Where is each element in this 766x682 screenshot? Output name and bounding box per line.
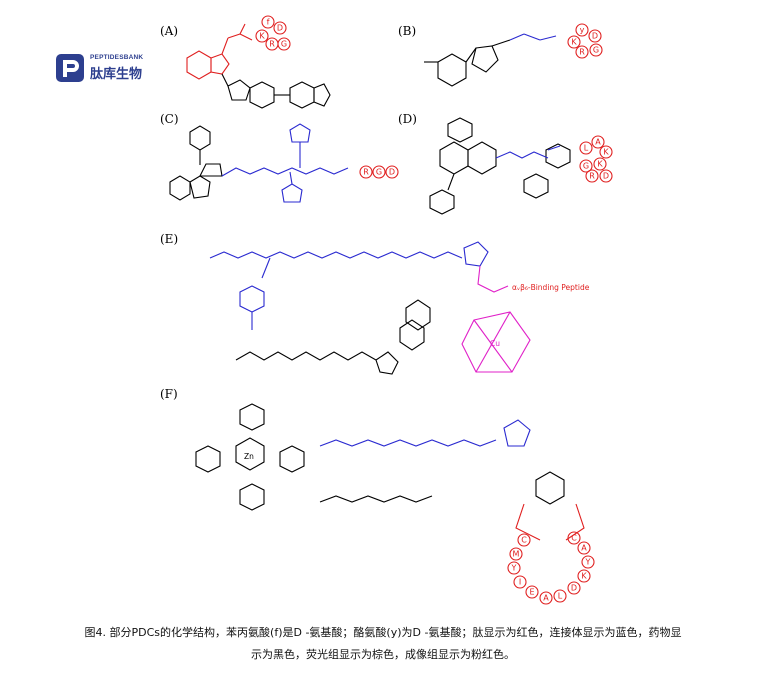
- panel-f-residue-4: I: [519, 578, 521, 587]
- panel-label-c: (C): [160, 112, 179, 126]
- panel-f-residue-12: C: [571, 534, 577, 543]
- panel-f-structure: Zn: [195, 403, 585, 541]
- panel-f-residue-1: C: [521, 536, 527, 545]
- panel-f-residue-9: K: [581, 572, 587, 581]
- panel-a-residue-4: R: [269, 40, 275, 49]
- panel-label-b: (B): [398, 24, 416, 38]
- panel-a-residue-1: f: [267, 18, 270, 27]
- panel-d-residue-2: A: [595, 138, 601, 147]
- panel-f-residue-7: L: [558, 592, 563, 601]
- panel-label-f: (F): [160, 387, 178, 401]
- panel-b-structure: [424, 33, 557, 87]
- panel-e-structure: [209, 241, 489, 375]
- panel-c-structure: [169, 123, 349, 203]
- caption-line-2: 示为黑色，荧光组显示为棕色，成像组显示为粉红色。: [251, 648, 515, 661]
- logo-main-text: 肽库生物: [90, 67, 143, 82]
- binding-peptide-label: αᵥβ₆-Binding Peptide: [512, 283, 590, 292]
- panel-b-peptide: y D K R G: [567, 23, 603, 59]
- panel-f-residue-11: A: [581, 544, 587, 553]
- panel-b-residue-2: D: [592, 32, 598, 41]
- panel-a-peptide: f D K R G: [255, 15, 291, 51]
- panel-f-residue-10: Y: [585, 558, 591, 567]
- logo-top-text: PEPTIDESBANK: [90, 54, 144, 61]
- panel-b-residue-4: R: [579, 48, 585, 57]
- caption-line-1: 图4. 部分PDCs的化学结构，苯丙氨酸(f)是D -氨基酸；酪氨酸(y)为D …: [84, 626, 682, 639]
- panel-f-peptide-loop: C M Y I E A L D K Y A C: [507, 531, 595, 605]
- panel-f-residue-6: A: [543, 594, 549, 603]
- panel-f-residue-5: E: [529, 588, 534, 597]
- panel-d-residue-7: D: [603, 172, 609, 181]
- panel-e-imaging-group: αᵥβ₆-Binding Peptide Cu: [461, 265, 590, 373]
- panel-d-peptide: L A K K G R D: [579, 135, 613, 183]
- panel-a-residue-2: D: [277, 24, 283, 33]
- peptidesbank-logo: PEPTIDESBANK 肽库生物: [54, 52, 164, 86]
- panel-a-structure: [186, 23, 331, 109]
- panel-a-residue-3: K: [259, 32, 265, 41]
- panel-c-residue-1: R: [363, 168, 369, 177]
- panel-d-residue-5: G: [583, 162, 589, 171]
- panel-label-e: (E): [160, 232, 178, 246]
- logo-mark-icon: [56, 54, 84, 82]
- panel-a-residue-5: G: [281, 40, 287, 49]
- copper-label: Cu: [490, 339, 500, 348]
- panel-b-residue-3: K: [571, 38, 577, 47]
- chemical-structures-figure: .blk{stroke:#000;stroke-width:1.1;fill:n…: [160, 15, 613, 605]
- figure-caption: 图4. 部分PDCs的化学结构，苯丙氨酸(f)是D -氨基酸；酪氨酸(y)为D …: [20, 622, 746, 666]
- panel-d-residue-6: R: [589, 172, 595, 181]
- panel-c-peptide: R G D: [359, 165, 399, 179]
- panel-c-residue-2: G: [376, 168, 382, 177]
- panel-d-residue-1: L: [584, 144, 589, 153]
- panel-f-residue-2: M: [513, 550, 520, 559]
- panel-d-residue-3: K: [603, 148, 609, 157]
- panel-label-d: (D): [398, 112, 417, 126]
- panel-label-a: (A): [160, 24, 178, 38]
- panel-b-residue-5: G: [593, 46, 599, 55]
- zinc-label: Zn: [244, 452, 254, 461]
- panel-f-residue-3: Y: [511, 564, 517, 573]
- panel-c-residue-3: D: [389, 168, 395, 177]
- panel-f-residue-8: D: [571, 584, 577, 593]
- panel-d-residue-4: K: [597, 160, 603, 169]
- panel-b-residue-1: y: [580, 26, 585, 35]
- panel-d-structure: [429, 117, 571, 215]
